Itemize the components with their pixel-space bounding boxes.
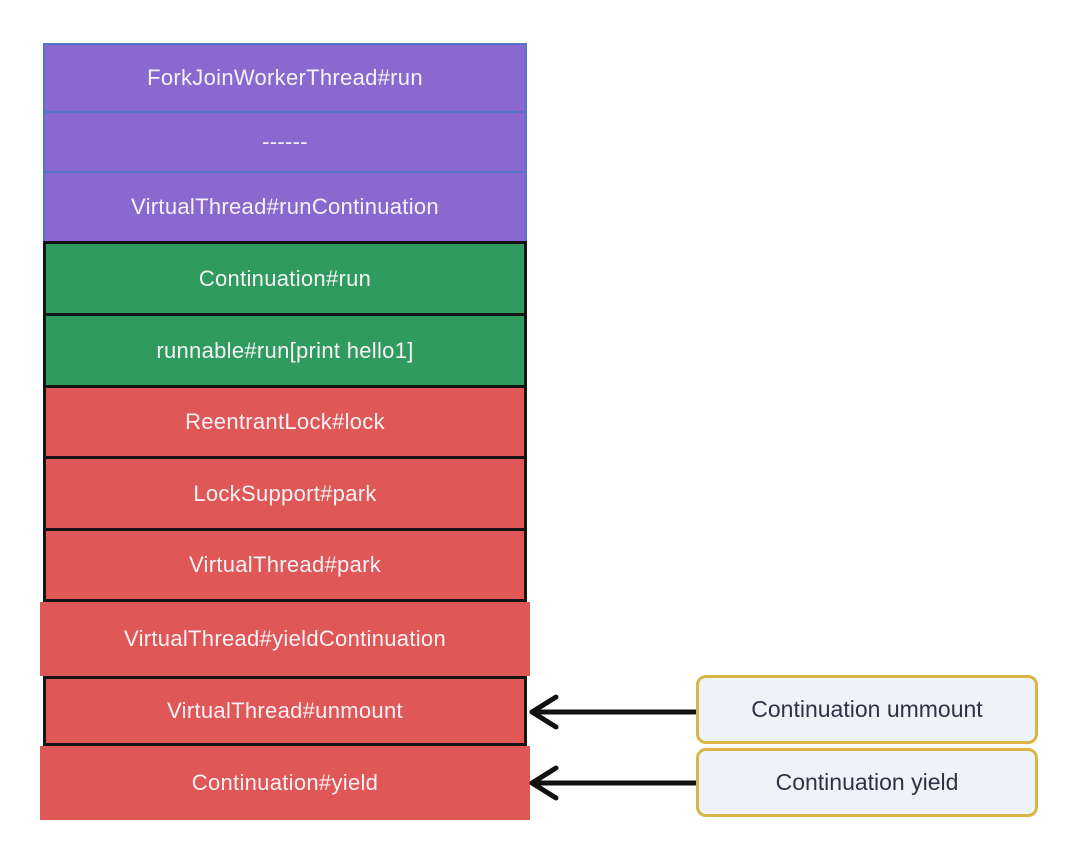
callout-continuation-unmount: Continuation ummount: [696, 675, 1038, 744]
stack-frame-continuation-run: Continuation#run: [43, 241, 527, 316]
stack-frame-separator-dashes: ------: [43, 111, 527, 173]
call-stack-diagram: ForkJoinWorkerThread#run ------ VirtualT…: [40, 43, 530, 820]
stack-frame-virtualthread-unmount: VirtualThread#unmount: [43, 676, 527, 746]
callout-continuation-yield: Continuation yield: [696, 748, 1038, 817]
stack-frame-virtualthread-park: VirtualThread#park: [43, 528, 527, 602]
stack-frame-reentrantlock-lock: ReentrantLock#lock: [43, 385, 527, 459]
yield-arrow-left-icon: [529, 765, 698, 801]
stack-frame-runnable-run-print-hello1: runnable#run[print hello1]: [43, 313, 527, 388]
stack-frame-virtualthread-runcontinuation: VirtualThread#runContinuation: [43, 171, 527, 243]
stack-frame-forkjoinworkerthread-run: ForkJoinWorkerThread#run: [43, 43, 527, 113]
stack-frame-continuation-yield: Continuation#yield: [40, 746, 530, 820]
stack-frame-locksupport-park: LockSupport#park: [43, 456, 527, 531]
stack-frame-virtualthread-yieldcontinuation: VirtualThread#yieldContinuation: [40, 602, 530, 676]
unmount-arrow-left-icon: [529, 694, 698, 730]
